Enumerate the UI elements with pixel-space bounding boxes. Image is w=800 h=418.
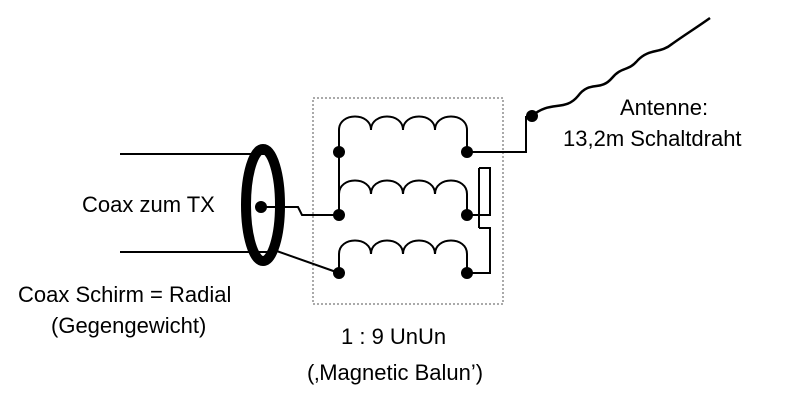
antenna-feed-wire — [467, 116, 527, 153]
center-conductor-wire — [261, 206, 339, 216]
coax-ring — [241, 144, 285, 266]
shield-wire — [270, 248, 340, 274]
antenna-title-label: Antenne: — [620, 95, 708, 120]
ratio-label: 1 : 9 UnUn — [341, 324, 446, 349]
coax-shield-label: Coax Schirm = Radial — [18, 282, 231, 307]
winding-3 — [333, 239, 473, 279]
winding-1 — [333, 115, 473, 158]
winding-2 — [333, 179, 473, 221]
antenna-wire-label: 13,2m Schaltdraht — [563, 126, 742, 151]
magnetic-balun-label: (‚Magnetic Balun’) — [307, 360, 483, 385]
unun-enclosure — [312, 97, 504, 305]
antenna-wire — [531, 16, 711, 117]
coax-tx-label: Coax zum TX — [82, 192, 215, 217]
link-w3-right — [467, 227, 491, 274]
counterweight-label: (Gegengewicht) — [51, 313, 206, 338]
